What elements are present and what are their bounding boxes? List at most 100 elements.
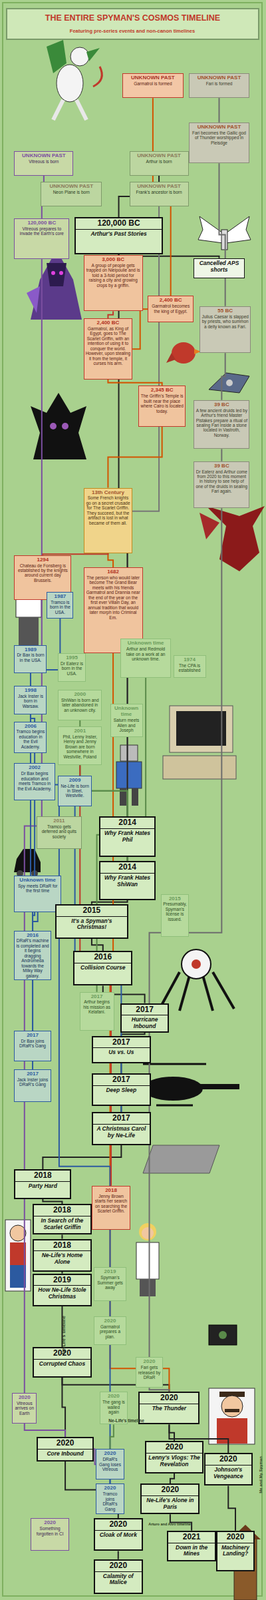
event-text: Spyman's Summer gets away (95, 1273, 125, 1289)
event-text: The CPA is established (175, 662, 205, 673)
episode-year: 2018 (15, 1169, 70, 1181)
event-text: Garmatrol prepares a plan. (95, 1322, 125, 1338)
event-date: 2020 (101, 1391, 126, 1398)
timeline-connector (110, 1422, 114, 1448)
event-text: Garmatrol becomes the king of Egypt. (149, 303, 192, 314)
event-date: 1294 (15, 556, 70, 563)
event-date: 2017 (15, 1031, 49, 1038)
robot-leg (202, 974, 213, 1010)
event-date: UNKNOWN PAST (124, 75, 182, 82)
robot-leg (131, 787, 139, 805)
event-date: UNKNOWN PAST (15, 152, 72, 159)
event-text: The person who would later become The Gr… (85, 574, 141, 620)
timeline-connector (228, 1483, 236, 1529)
episode-title: Party Hard (16, 1181, 69, 1189)
episode-box: 2019How Ne-Life Stole Christmas (32, 1272, 92, 1305)
timeline-connector (107, 379, 162, 386)
event-date: 2018 (93, 1186, 129, 1193)
event-box: 2001Phil, Lenny Inster, Henry and Jenny … (57, 725, 102, 765)
helicopter-skid (156, 1103, 193, 1106)
event-box: 1989Dr Bax is born in the USA. (13, 644, 47, 673)
timeline-label: Arturo and Alvo timeline (148, 1520, 191, 1525)
episode-year: 2020 (95, 1558, 142, 1571)
event-box: 2006Tramco begins education in the Evil … (13, 720, 47, 753)
dragon-leg (76, 99, 87, 120)
event-date: 1989 (15, 646, 45, 653)
event-box: UNKNOWN PASTFrank's ancestor is born (129, 181, 189, 207)
episode-year: 2019 (33, 1273, 91, 1285)
timeline-connector (220, 448, 223, 461)
episode-box: 2016Collision Course (73, 949, 133, 985)
event-date: UNKNOWN PAST (42, 183, 100, 190)
event-text: Ne-Life is born in Steel, Westville. (59, 782, 90, 798)
event-date: UNKNOWN PAST (190, 75, 249, 82)
event-box: 39 BCA few ancient druids led by Arthur'… (193, 399, 250, 449)
episode-box: Cancelled APS shorts (193, 258, 245, 279)
man-frame (208, 1386, 255, 1443)
shadow-eye (49, 422, 57, 429)
helicopter-rotor (142, 1062, 207, 1064)
episode-title: Cloak of Mork (96, 1530, 141, 1537)
timeline-connector (218, 162, 225, 306)
spider-eye (191, 958, 201, 968)
title-box: THE ENTIRE SPYMAN'S COSMOS TIMELINE (5, 7, 260, 40)
bird-tail (166, 352, 176, 363)
event-text: Arthur and Redmold take on a work at an … (122, 645, 170, 661)
event-date: 2020 (13, 1393, 35, 1400)
event-text: Arthur is born (131, 158, 187, 164)
episode-title: Why Frank Hates Phil (101, 829, 154, 843)
episode-year: 2016 (74, 950, 132, 963)
episode-box: 2017A Christmas Carol by Ne-Life (91, 1110, 151, 1144)
kid-shirt (9, 1240, 26, 1264)
event-text: Jenny Brown starts her search on searchi… (93, 1192, 129, 1213)
event-box: 2011Tramco gets deferred and quits socie… (36, 815, 82, 848)
event-date: UNKNOWN PAST (131, 152, 187, 159)
event-text: The gang is walled again (101, 1397, 126, 1413)
event-text: Vitreous prepares to invade the Earth's … (15, 226, 68, 237)
timeline-connector (110, 1343, 170, 1391)
episode-year: 2018 (33, 1203, 91, 1215)
episode-box: 2017Hurricane Inbound (120, 1002, 170, 1032)
event-text: Frank's ancestor is born (131, 189, 187, 195)
event-date: 2002 (15, 764, 53, 771)
event-box: 1987Tramco is born in the USA. (46, 591, 74, 618)
event-text: Dr Eaterz is born in the USA. (59, 660, 84, 675)
event-box: 2,400 BCGarmatrol becomes the king of Eg… (147, 295, 194, 322)
episode-year: 120,000 BC (75, 218, 162, 230)
event-box: 2018Jenny Brown starts her search on sea… (91, 1184, 131, 1229)
episode-year: 2014 (100, 816, 155, 828)
event-box: 39 BCDr Eaterz and Arthur come from 2020… (193, 460, 250, 508)
event-box: 2009Ne-Life is born in Steel, Westville. (57, 774, 92, 806)
event-date: 2006 (15, 722, 45, 729)
woman-hair (138, 1221, 157, 1239)
event-text: Garmatrol is formed (124, 81, 182, 86)
episode-year: 2017 (121, 1003, 169, 1015)
red-bird (171, 341, 196, 364)
episode-box: 120,000 BCArthur's Past Stories (74, 216, 163, 254)
episode-title: How Ne-Life Stole Christmas (35, 1285, 90, 1299)
event-date: 1987 (48, 593, 72, 600)
event-box: 1995Dr Eaterz is born in the USA. (57, 652, 86, 681)
timeline-connector (107, 552, 114, 567)
man-shirt (216, 1416, 248, 1442)
event-text: Tramco is born in the USA. (48, 599, 72, 614)
timeline-connector (31, 978, 34, 1030)
event-text: Dr Bax begins education and meets Tramco… (15, 770, 53, 791)
event-date: 3,000 BC (85, 256, 141, 263)
episode-title: Hurricane Inbound (123, 1015, 167, 1029)
event-text: Some French knights go on a secret crusa… (85, 494, 132, 525)
episode-title: Machinery Landing? (218, 1542, 253, 1557)
episode-title: Corrupted Chaos (35, 1359, 90, 1366)
timeline-connector (42, 1197, 62, 1203)
event-text: Fari becomes the Gallic god of Thunder w… (190, 130, 249, 145)
event-box: 2020Fari gets released by DRaR (135, 1355, 163, 1386)
episode-year: 2020 (95, 1517, 142, 1529)
event-date: UNKNOWN PAST (190, 124, 249, 131)
event-box: 1974The CPA is established (173, 654, 207, 677)
episode-box: 2020Ne-Life's Alone in Paris (140, 1481, 200, 1513)
spider-robot (181, 948, 211, 978)
timeline-label: Me and My Spyman (258, 1454, 263, 1492)
event-text: Something forgotten in CI (32, 1524, 68, 1535)
event-text: The Griffin's Temple is built near the p… (140, 393, 183, 413)
event-box: 2000ShiWan is born and later abandoned i… (57, 688, 102, 720)
